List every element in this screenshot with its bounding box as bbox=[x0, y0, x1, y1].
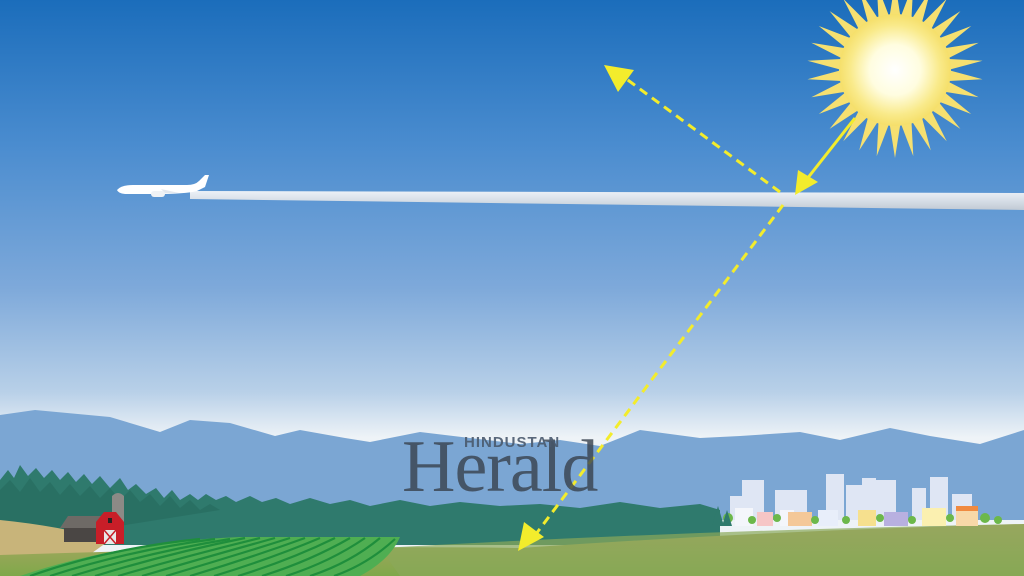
reflected-ray-arrow bbox=[604, 65, 781, 194]
contrail bbox=[190, 191, 1024, 210]
forest bbox=[0, 465, 720, 545]
mountains bbox=[0, 410, 1024, 520]
airplane-icon bbox=[117, 175, 209, 197]
crop-field bbox=[20, 536, 400, 576]
transmitted-ray-arrow bbox=[518, 204, 785, 551]
incoming-ray-arrow bbox=[795, 117, 857, 195]
city-skyline bbox=[712, 474, 1002, 526]
barn-icon bbox=[60, 493, 124, 545]
sun-icon bbox=[807, 0, 983, 158]
